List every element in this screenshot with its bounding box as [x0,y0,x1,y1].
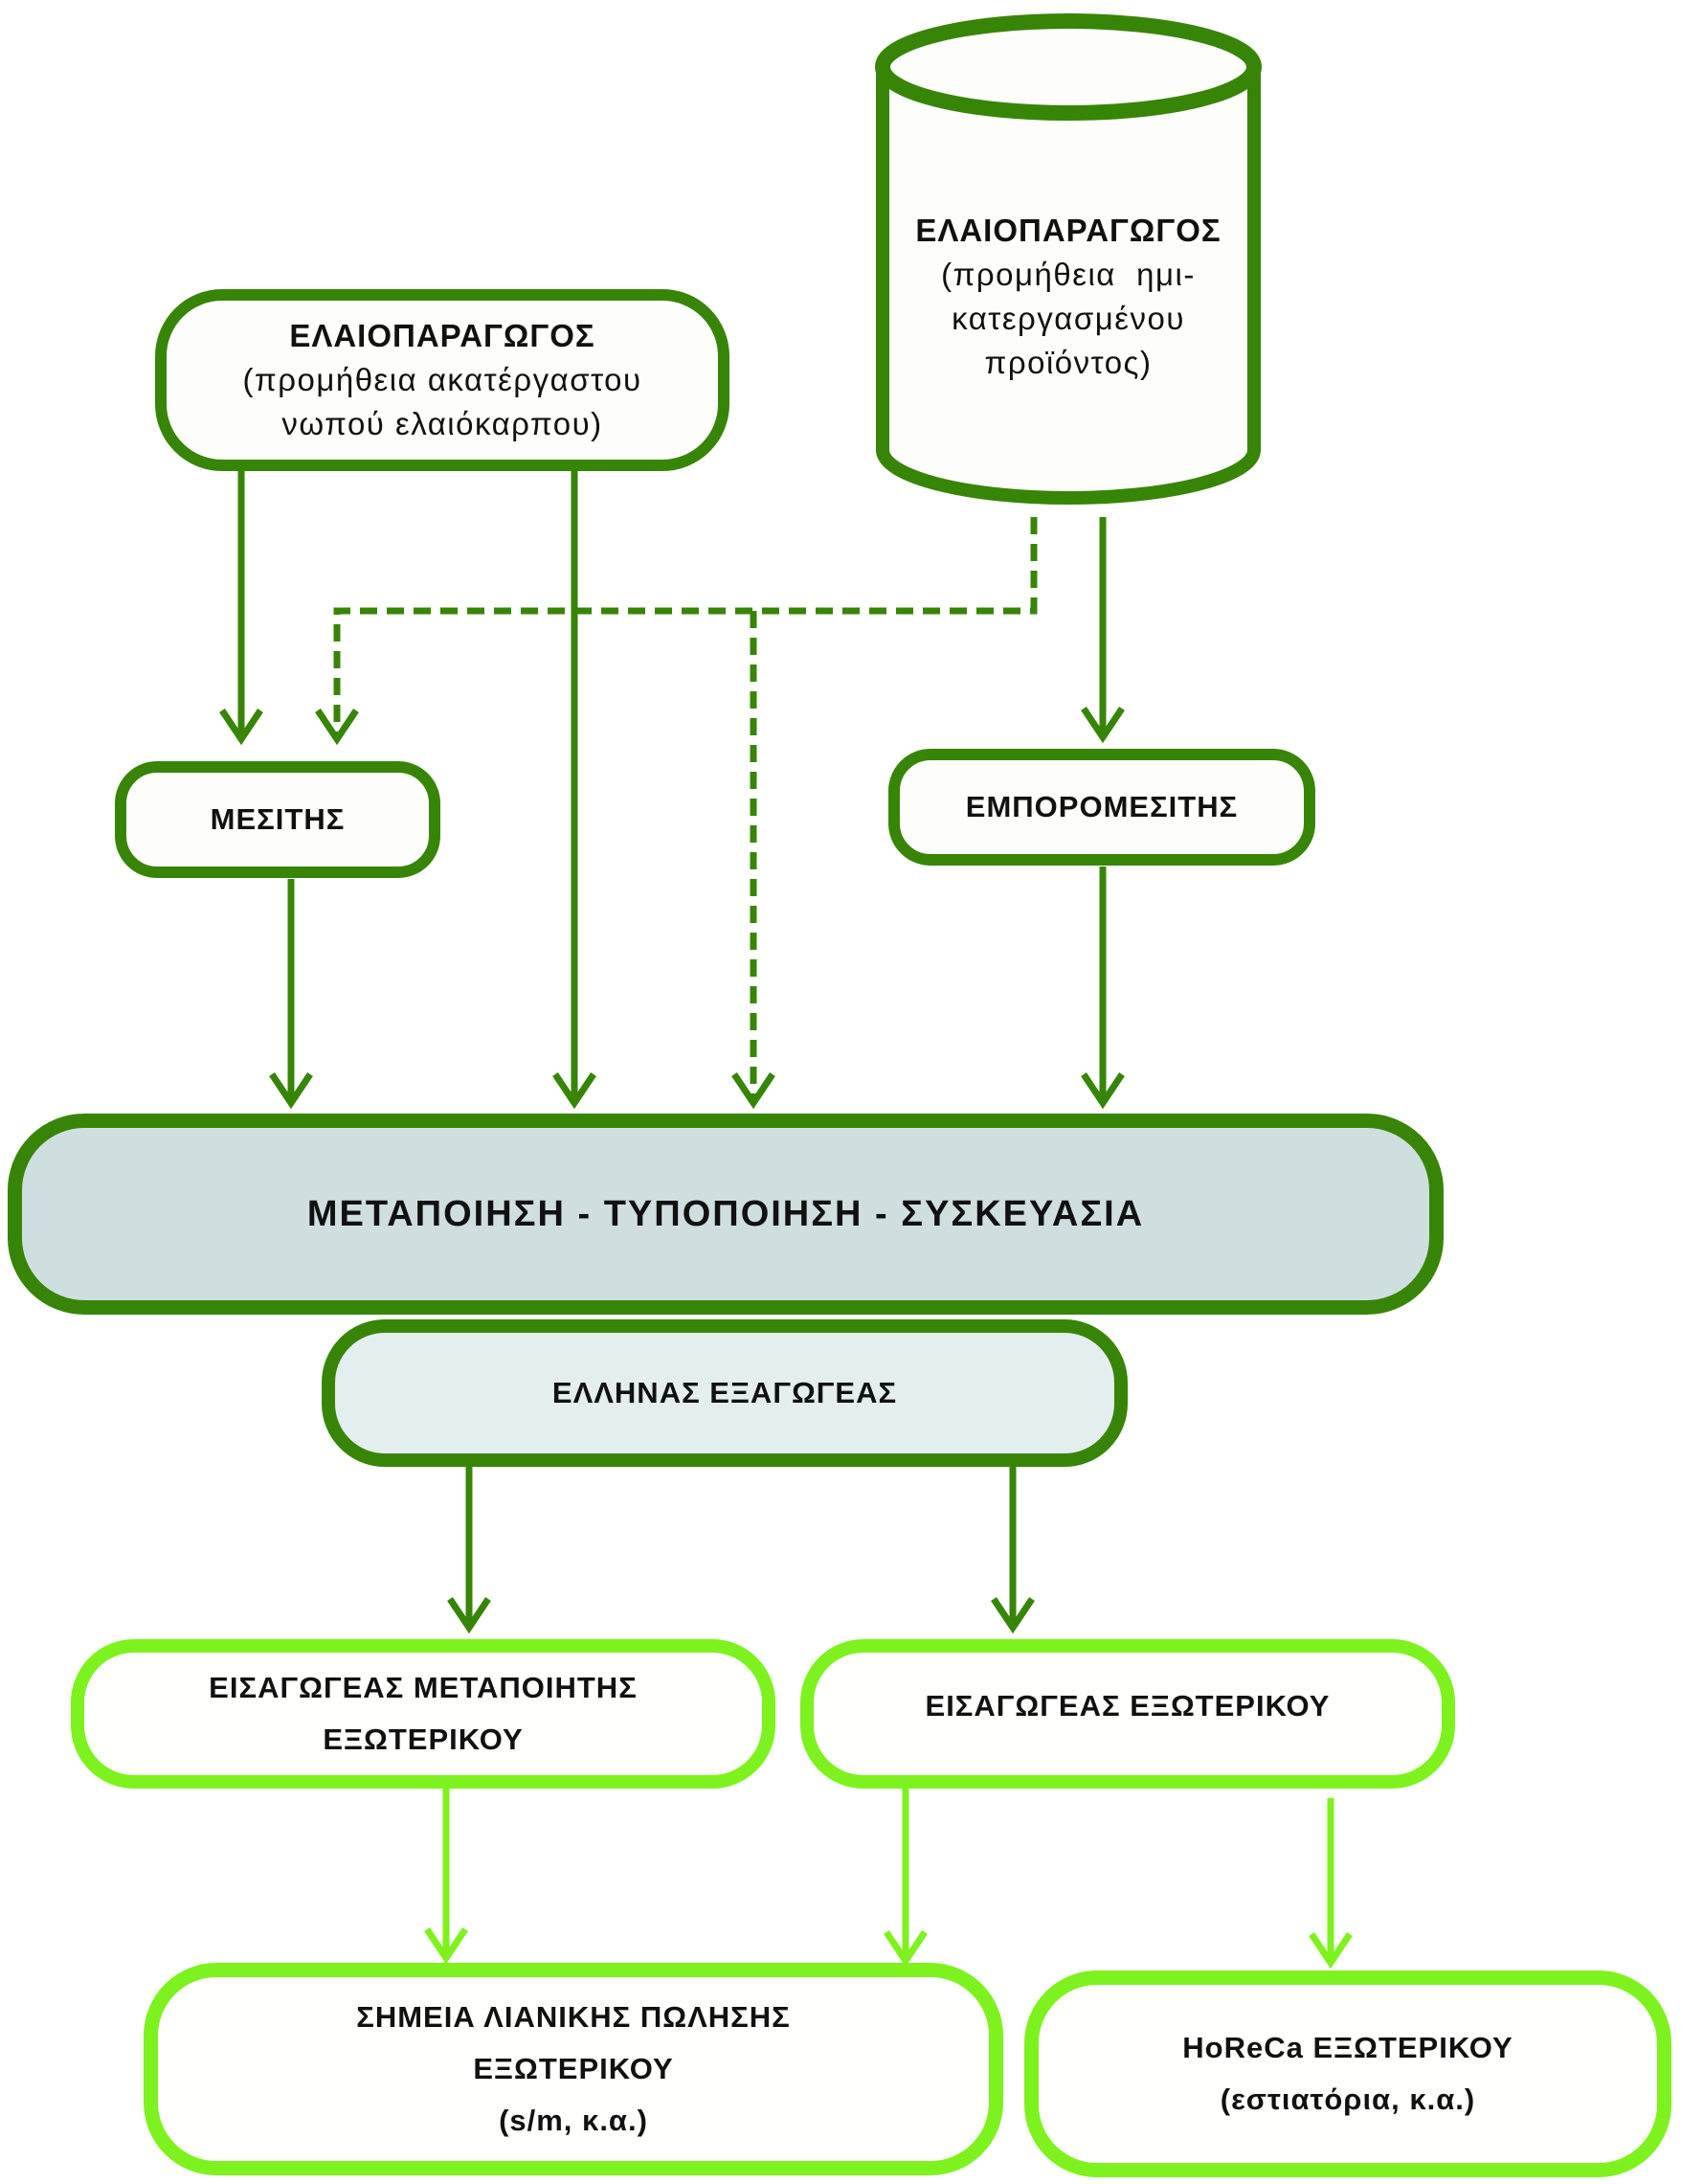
arrowhead [1081,707,1125,744]
node-subtitle: (s/m, κ.α.) [499,2104,648,2137]
node-subtitle: κατεργασμένου [952,301,1185,336]
node-title: ΕΛΛΗΝΑΣ ΕΞΑΓΩΓΕΑΣ [551,1376,898,1409]
node-greek-exporter: ΕΛΛΗΝΑΣ ΕΞΑΓΩΓΕΑΣ [322,1319,1128,1467]
node-title: ΜΕΤΑΠΟΙΗΣΗ - ΤΥΠΟΠΟΙΗΣΗ - ΣΥΣΚΕΥΑΣΙΑ [306,1194,1145,1234]
node-title: ΜΕΣΙΤΗΣ [210,802,346,836]
node-title: ΕΞΩΤΕΡΙΚΟΥ [473,2052,674,2085]
node-title: ΣΗΜΕΙΑ ΛΙΑΝΙΚΗΣ ΠΩΛΗΣΗΣ [356,2000,791,2034]
node-horeca: HoReCa ΕΞΩΤΕΡΙΚΟΥ (εστιατόρια, κ.α.) [1024,1970,1671,2177]
arrowhead [447,1597,491,1634]
node-title: ΕΛΑΙΟΠΑΡΑΓΩΓΟΣ [289,318,595,353]
node-producer-raw: ΕΛΑΙΟΠΑΡΑΓΩΓΟΣ (προμήθεια ακατέργαστου ν… [155,289,729,471]
arrowhead [269,1072,313,1110]
node-title: ΕΜΠΟΡΟΜΕΣΙΤΗΣ [965,790,1239,823]
arrowhead [884,1930,928,1968]
node-processing: ΜΕΤΑΠΟΙΗΣΗ - ΤΥΠΟΠΟΙΗΣΗ - ΣΥΣΚΕΥΑΣΙΑ [8,1114,1444,1315]
arrowhead [424,1927,468,1965]
arrowhead [1081,1072,1125,1110]
node-importer-processor: ΕΙΣΑΓΩΓΕΑΣ ΜΕΤΑΠΟΙΗΤΗΣ ΕΞΩΤΕΡΙΚΟΥ [71,1639,775,1789]
node-title: HoReCa ΕΞΩΤΕΡΙΚΟΥ [1182,2031,1513,2064]
node-subtitle: (εστιατόρια, κ.α.) [1220,2083,1476,2116]
node-trader-broker: ΕΜΠΟΡΟΜΕΣΙΤΗΣ [888,749,1315,866]
node-title: ΕΙΣΑΓΩΓΕΑΣ ΜΕΤΑΠΟΙΗΤΗΣ [209,1671,638,1704]
node-subtitle: (προμήθεια ημι- [941,257,1196,292]
arrowhead [315,709,359,746]
arrowhead [731,1072,775,1110]
node-subtitle: (προμήθεια ακατέργαστου [242,362,642,397]
node-subtitle: νωπού ελαιόκαρπου) [281,406,603,441]
edge-producer-semi-dashed [333,517,1038,737]
arrowhead [1309,1932,1353,1970]
node-retail: ΣΗΜΕΙΑ ΛΙΑΝΙΚΗΣ ΠΩΛΗΣΗΣ ΕΞΩΤΕΡΙΚΟΥ (s/m,… [144,1963,1003,2175]
node-producer-semi: ΕΛΑΙΟΠΑΡΑΓΩΓΟΣ (προμήθεια ημι- κατεργασμ… [883,182,1254,412]
arrowhead [219,709,263,746]
node-subtitle: προϊόντος) [984,345,1153,380]
node-title: ΕΛΑΙΟΠΑΡΑΓΩΓΟΣ [915,213,1222,248]
cylinder-shape [875,13,1262,505]
arrowhead [991,1597,1035,1634]
node-title: ΕΞΩΤΕΡΙΚΟΥ [323,1722,524,1756]
node-title: ΕΙΣΑΓΩΓΕΑΣ ΕΞΩΤΕΡΙΚΟΥ [925,1689,1331,1722]
node-broker: ΜΕΣΙΤΗΣ [115,761,440,878]
node-foreign-importer: ΕΙΣΑΓΩΓΕΑΣ ΕΞΩΤΕΡΙΚΟΥ [800,1639,1455,1789]
arrowhead [552,1072,596,1110]
